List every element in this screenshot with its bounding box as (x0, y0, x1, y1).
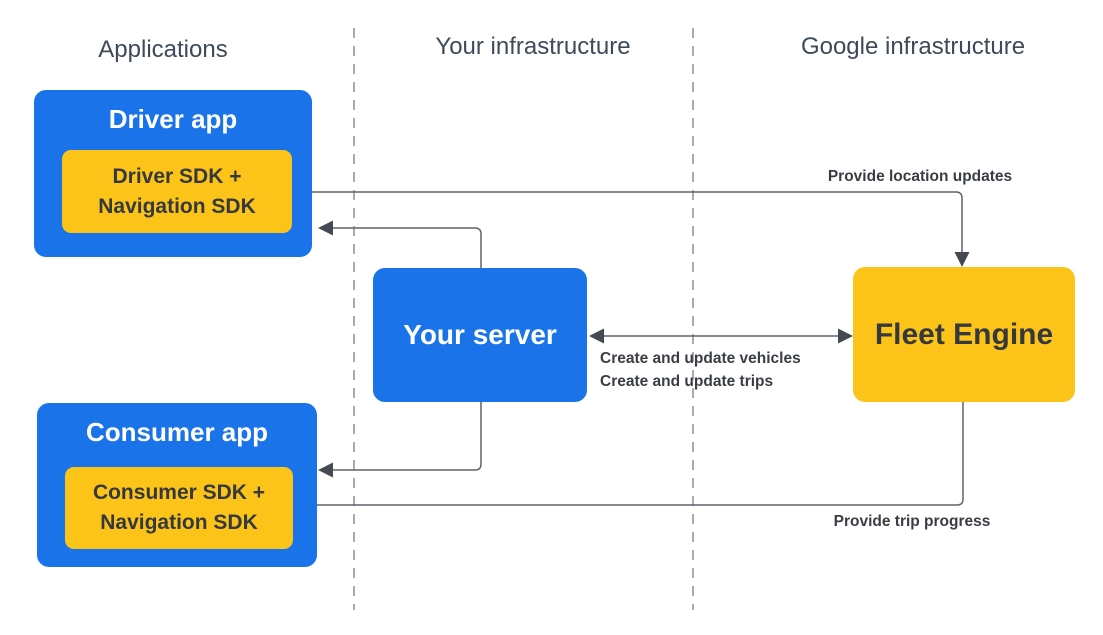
edge-label-create-vehicles: Create and update vehicles (600, 350, 801, 367)
arrowhead-left-icon (589, 328, 604, 344)
edge-label-create-update: Create and update vehicles Create and up… (600, 347, 801, 393)
column-header-google-infrastructure: Google infrastructure (800, 33, 1026, 60)
column-divider-left (353, 28, 355, 610)
edge-driver-to-fleet-line (292, 191, 963, 252)
node-driver-app: Driver app Driver SDK + Navigation SDK (34, 90, 312, 257)
consumer-app-title: Consumer app (85, 417, 269, 447)
consumer-sdk-label-line1: Consumer SDK + (92, 481, 266, 504)
arrowhead-left-icon (318, 220, 333, 236)
edge-label-create-trips: Create and update trips (600, 373, 774, 390)
column-header-applications: Applications (98, 36, 228, 63)
node-fleet-engine: Fleet Engine (853, 267, 1075, 402)
column-header-your-infrastructure: Your infrastructure (435, 33, 631, 60)
edge-label-provide-location-updates: Provide location updates (827, 168, 1013, 185)
edge-server-to-driver-line (333, 227, 482, 268)
driver-sdk-label-line1: Driver SDK + (112, 164, 242, 188)
fleet-engine-title: Fleet Engine (874, 317, 1054, 351)
consumer-sdk-label-line2: Navigation SDK (100, 511, 258, 534)
arrowhead-left-icon (318, 462, 333, 478)
edge-fleet-to-consumer-line (308, 402, 964, 506)
driver-app-title: Driver app (108, 104, 238, 134)
edge-label-provide-trip-progress: Provide trip progress (833, 513, 991, 530)
your-server-title: Your server (403, 319, 557, 350)
node-your-server: Your server (373, 268, 587, 402)
driver-sdk-label-line2: Navigation SDK (98, 194, 256, 218)
arrowhead-down-icon (954, 252, 970, 267)
arrowhead-right-icon (838, 328, 853, 344)
edge-server-to-consumer-line (333, 402, 482, 471)
node-consumer-app: Consumer app Consumer SDK + Navigation S… (37, 403, 317, 567)
node-driver-sdk: Driver SDK + Navigation SDK (62, 150, 292, 233)
node-consumer-sdk: Consumer SDK + Navigation SDK (65, 467, 293, 549)
column-divider-right (692, 28, 694, 610)
